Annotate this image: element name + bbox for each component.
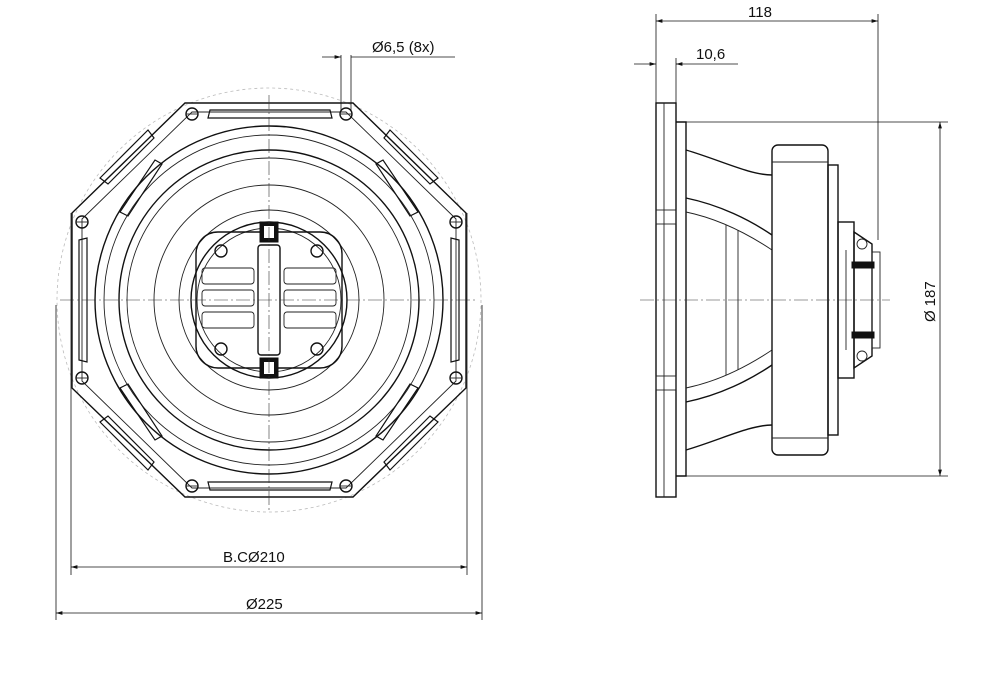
- outer-diameter-symbol: Ø: [246, 596, 258, 613]
- bolt-circle-prefix: B.C: [223, 549, 248, 566]
- outer-diameter-circle: [56, 87, 482, 513]
- bolt-circle-dimension: B.CØ210: [70, 213, 468, 575]
- svg-text:Ø225: Ø225: [246, 596, 283, 613]
- depth-dimension: 118: [655, 4, 879, 240]
- svg-text:Ø187: Ø 187: [922, 281, 939, 322]
- cutout-diameter-symbol: Ø: [922, 310, 939, 322]
- side-view: 118 10,6 Ø 187: [634, 4, 948, 498]
- frame-slots: [78, 109, 460, 491]
- front-view: Ø6,5 (8x) B.CØ210 Ø225: [55, 39, 483, 620]
- cutout-diameter-dimension: Ø 187: [686, 121, 948, 477]
- svg-text:B.CØ210: B.CØ210: [223, 549, 285, 566]
- bolt-circle-diameter-symbol: Ø: [248, 549, 260, 566]
- frame-inner-octagon: [81, 111, 457, 489]
- frame-outer-octagon: [71, 102, 467, 498]
- bolt-hole-value: 6,5 (8x): [384, 39, 435, 56]
- cutout-diameter-value: 187: [922, 281, 939, 306]
- outer-diameter-dimension: Ø225: [55, 305, 483, 620]
- flange-thickness-value: 10,6: [696, 46, 725, 63]
- bolt-hole-dimension: Ø6,5 (8x): [322, 39, 455, 110]
- bolt-holes: [75, 107, 463, 493]
- outer-diameter-value: 225: [258, 596, 283, 613]
- bolt-hole-diameter-symbol: Ø: [372, 39, 384, 56]
- depth-value: 118: [748, 4, 772, 21]
- basket-profile: [676, 121, 687, 477]
- svg-text:Ø6,5 (8x): Ø6,5 (8x): [372, 39, 435, 56]
- flange-thickness-dimension: 10,6: [634, 46, 738, 103]
- bolt-circle-value: 210: [260, 549, 285, 566]
